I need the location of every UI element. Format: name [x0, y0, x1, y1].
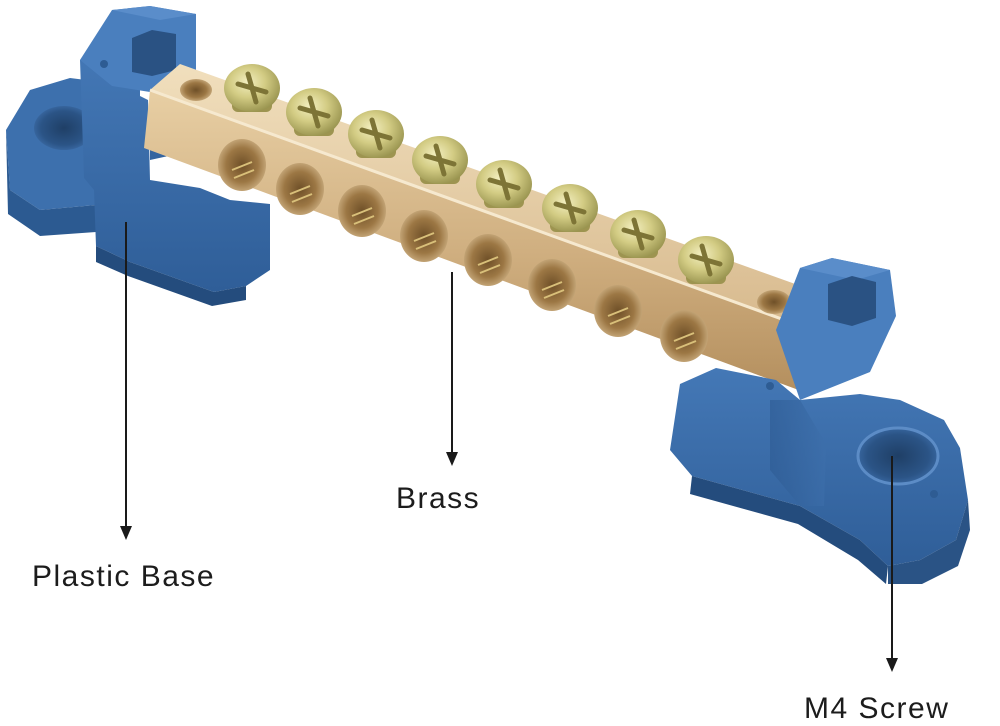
mounting-hole-right: [858, 428, 938, 484]
terminal-screws: [224, 64, 734, 284]
mounting-hole-left: [34, 106, 94, 150]
plastic-base-label: Plastic Base: [32, 560, 216, 593]
end-thread-hole-left: [180, 79, 212, 101]
m4-screw-label: M4 Screw: [804, 692, 950, 725]
right-plastic-base: [670, 258, 970, 584]
brass-bar: [144, 64, 840, 392]
end-thread-hole-right: [757, 290, 791, 314]
callout-arrows: [120, 222, 898, 672]
left-plastic-base: [6, 6, 270, 306]
wire-holes: [218, 139, 708, 362]
brass-label: Brass: [396, 482, 481, 515]
